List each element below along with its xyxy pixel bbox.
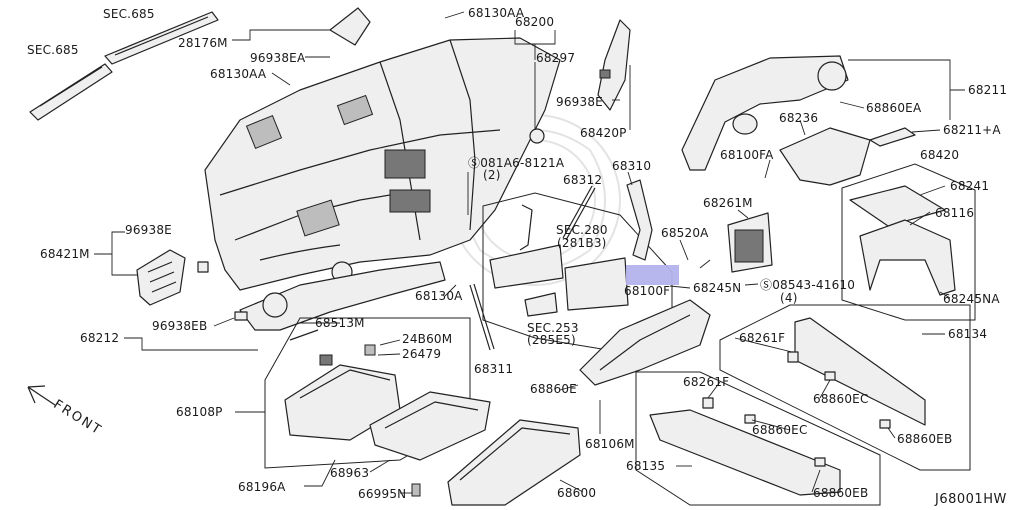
leader-96938eb <box>213 317 235 327</box>
label-68106m[interactable]: 68106M <box>585 437 635 451</box>
label-96938eb[interactable]: 96938EB <box>152 319 208 333</box>
front-arrow-icon <box>27 385 56 406</box>
label-081a6-qty: (2) <box>483 168 501 182</box>
label-68600[interactable]: 68600 <box>557 486 597 500</box>
bracket-68211a <box>869 127 916 147</box>
label-68134[interactable]: 68134 <box>948 327 988 341</box>
label-68241[interactable]: 68241 <box>950 179 990 193</box>
label-08543-41610[interactable]: Ⓢ08543-41610 <box>760 278 856 292</box>
strip-68312 <box>562 185 596 241</box>
label-96938e-top[interactable]: 96938E <box>556 95 603 109</box>
clip-68297 <box>529 128 545 144</box>
label-68245na[interactable]: 68245NA <box>943 292 1000 306</box>
label-68130a[interactable]: 68130A <box>415 289 463 303</box>
label-96938ea[interactable]: 96938EA <box>250 51 306 65</box>
label-68420p[interactable]: 68420P <box>580 126 627 140</box>
label-68211a[interactable]: 68211+A <box>943 123 1001 137</box>
label-68211[interactable]: 68211 <box>968 83 1008 97</box>
label-08543-qty: (4) <box>780 291 798 305</box>
console-68106m <box>579 299 711 386</box>
label-081a6-8121a[interactable]: Ⓢ081A6-8121A <box>468 156 565 170</box>
leader-lines <box>232 11 965 494</box>
label-68200[interactable]: 68200 <box>515 15 555 29</box>
defroster-strip-left <box>29 63 113 121</box>
label-sec253-sub: (285E5) <box>527 333 576 347</box>
label-68421m[interactable]: 68421M <box>40 247 90 261</box>
label-26479[interactable]: 26479 <box>402 347 442 361</box>
label-sec280[interactable]: SEC.280 <box>556 223 608 237</box>
glovebox-lid-68600 <box>447 419 581 506</box>
label-68261m[interactable]: 68261M <box>703 196 753 210</box>
label-68100fa[interactable]: 68100FA <box>720 148 774 162</box>
label-sec253[interactable]: SEC.253 <box>527 321 579 335</box>
speaker-cover-28176m <box>329 7 371 46</box>
label-68520a[interactable]: 68520A <box>661 226 709 240</box>
label-68116[interactable]: 68116 <box>935 206 975 220</box>
diagram-code: J68001HW <box>935 492 1007 507</box>
leader-68212 <box>124 337 258 351</box>
tray-68963 <box>369 391 491 497</box>
side-vent-68421m <box>136 249 209 306</box>
label-96938e-left[interactable]: 96938E <box>125 223 172 237</box>
label-68212[interactable]: 68212 <box>80 331 120 345</box>
cluster-lid-68211 <box>681 55 849 171</box>
bracket-68420p <box>597 19 631 111</box>
sec280-group-box <box>482 192 673 353</box>
rod-68311 <box>469 283 495 351</box>
label-68860ea[interactable]: 68860EA <box>866 101 922 115</box>
label-sec280-sub: (281B3) <box>557 236 607 250</box>
label-68261f-mid[interactable]: 68261F <box>683 375 730 389</box>
box-68420 <box>841 163 976 321</box>
lower-panel-68212 <box>234 261 446 331</box>
label-sec685-top[interactable]: SEC.685 <box>103 7 155 21</box>
label-68135[interactable]: 68135 <box>626 459 666 473</box>
label-68245n[interactable]: 68245N <box>693 281 742 295</box>
label-68310[interactable]: 68310 <box>612 159 652 173</box>
label-68297[interactable]: 68297 <box>536 51 576 65</box>
label-68860eb-bottom[interactable]: 68860EB <box>813 486 869 500</box>
label-68311[interactable]: 68311 <box>474 362 514 376</box>
finisher-68236 <box>779 127 871 186</box>
label-66995n[interactable]: 66995N <box>358 487 407 501</box>
box-68134 <box>719 304 971 471</box>
label-24860m[interactable]: 24B60M <box>402 332 453 346</box>
leader-68421m <box>94 231 137 276</box>
strip-68310 <box>626 179 653 261</box>
label-68130aa-mid[interactable]: 68130AA <box>210 67 267 81</box>
label-68261f-top[interactable]: 68261F <box>739 331 786 345</box>
label-68860ec-top[interactable]: 68860EC <box>813 392 869 406</box>
defroster-strip-top <box>104 11 219 65</box>
label-sec685-left[interactable]: SEC.685 <box>27 43 79 57</box>
label-68860e[interactable]: 68860E <box>530 382 577 396</box>
label-68130aa-top[interactable]: 68130AA <box>468 6 525 20</box>
label-68860ec-mid[interactable]: 68860EC <box>752 423 808 437</box>
label-68196a[interactable]: 68196A <box>238 480 286 494</box>
label-68100f[interactable]: 68100F <box>624 284 671 298</box>
box-68135 <box>635 371 881 506</box>
label-68513m[interactable]: 68513M <box>315 316 365 330</box>
finisher-68261m <box>727 212 773 273</box>
label-68108p[interactable]: 68108P <box>176 405 223 419</box>
label-68860eb-right[interactable]: 68860EB <box>897 432 953 446</box>
label-68963[interactable]: 68963 <box>330 466 370 480</box>
label-28176m[interactable]: 28176M <box>178 36 228 50</box>
highlight-box <box>626 265 679 285</box>
label-68312[interactable]: 68312 <box>563 173 603 187</box>
label-68420[interactable]: 68420 <box>920 148 960 162</box>
instrument-panel-68200 <box>204 37 561 291</box>
label-68236[interactable]: 68236 <box>779 111 819 125</box>
